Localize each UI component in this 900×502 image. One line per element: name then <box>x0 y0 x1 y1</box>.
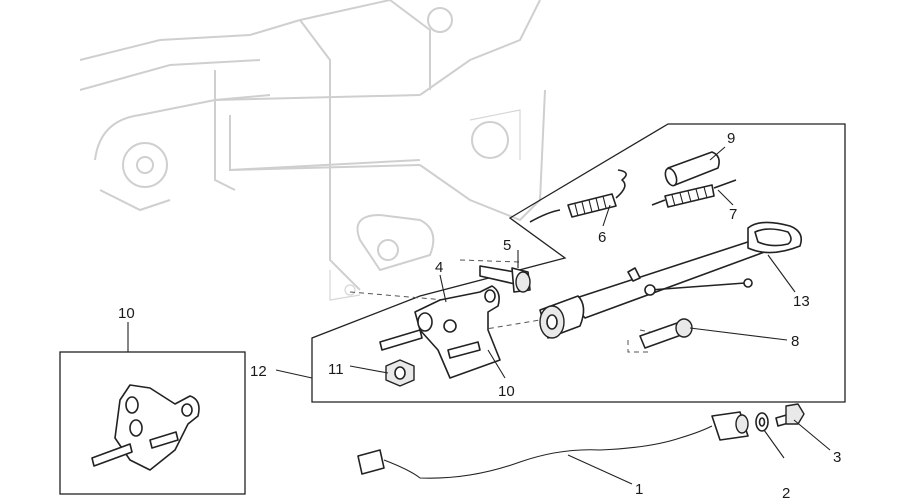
callout-10-main: 10 <box>498 383 515 400</box>
leader-lines <box>275 146 831 485</box>
screw-part-3 <box>775 403 805 427</box>
nut-part-11 <box>385 359 415 387</box>
callout-7: 7 <box>729 206 737 223</box>
inset-box <box>59 322 246 495</box>
washer-part-2 <box>755 412 769 432</box>
callout-11: 11 <box>328 361 344 378</box>
callout-10-inset: 10 <box>118 305 135 322</box>
callout-13: 13 <box>793 293 810 310</box>
pivot-bushing <box>539 295 585 339</box>
callout-3: 3 <box>833 449 841 466</box>
callout-5: 5 <box>503 237 511 254</box>
callout-1: 1 <box>635 481 643 498</box>
bracket-part-10 <box>379 285 501 379</box>
sensor-cable-part-1 <box>357 411 749 479</box>
spring-part-6 <box>529 169 627 223</box>
callout-labels: 9 6 7 5 4 13 8 10 11 12 10 1 2 3 <box>118 130 841 502</box>
ghost-frame <box>79 0 546 301</box>
pin-part-8 <box>639 318 693 349</box>
main-assembly-box <box>311 123 846 403</box>
callout-12: 12 <box>250 363 267 380</box>
stand-leg-part-13 <box>569 221 803 319</box>
spring-part-7 <box>651 179 737 208</box>
callout-4: 4 <box>435 259 443 276</box>
callout-8: 8 <box>791 333 799 350</box>
sleeve-part-9 <box>664 151 720 187</box>
callout-2: 2 <box>782 485 790 502</box>
bolt-part-5 <box>479 265 531 293</box>
callout-9: 9 <box>727 130 735 147</box>
callout-6: 6 <box>598 229 606 246</box>
inset-bracket <box>91 384 200 471</box>
